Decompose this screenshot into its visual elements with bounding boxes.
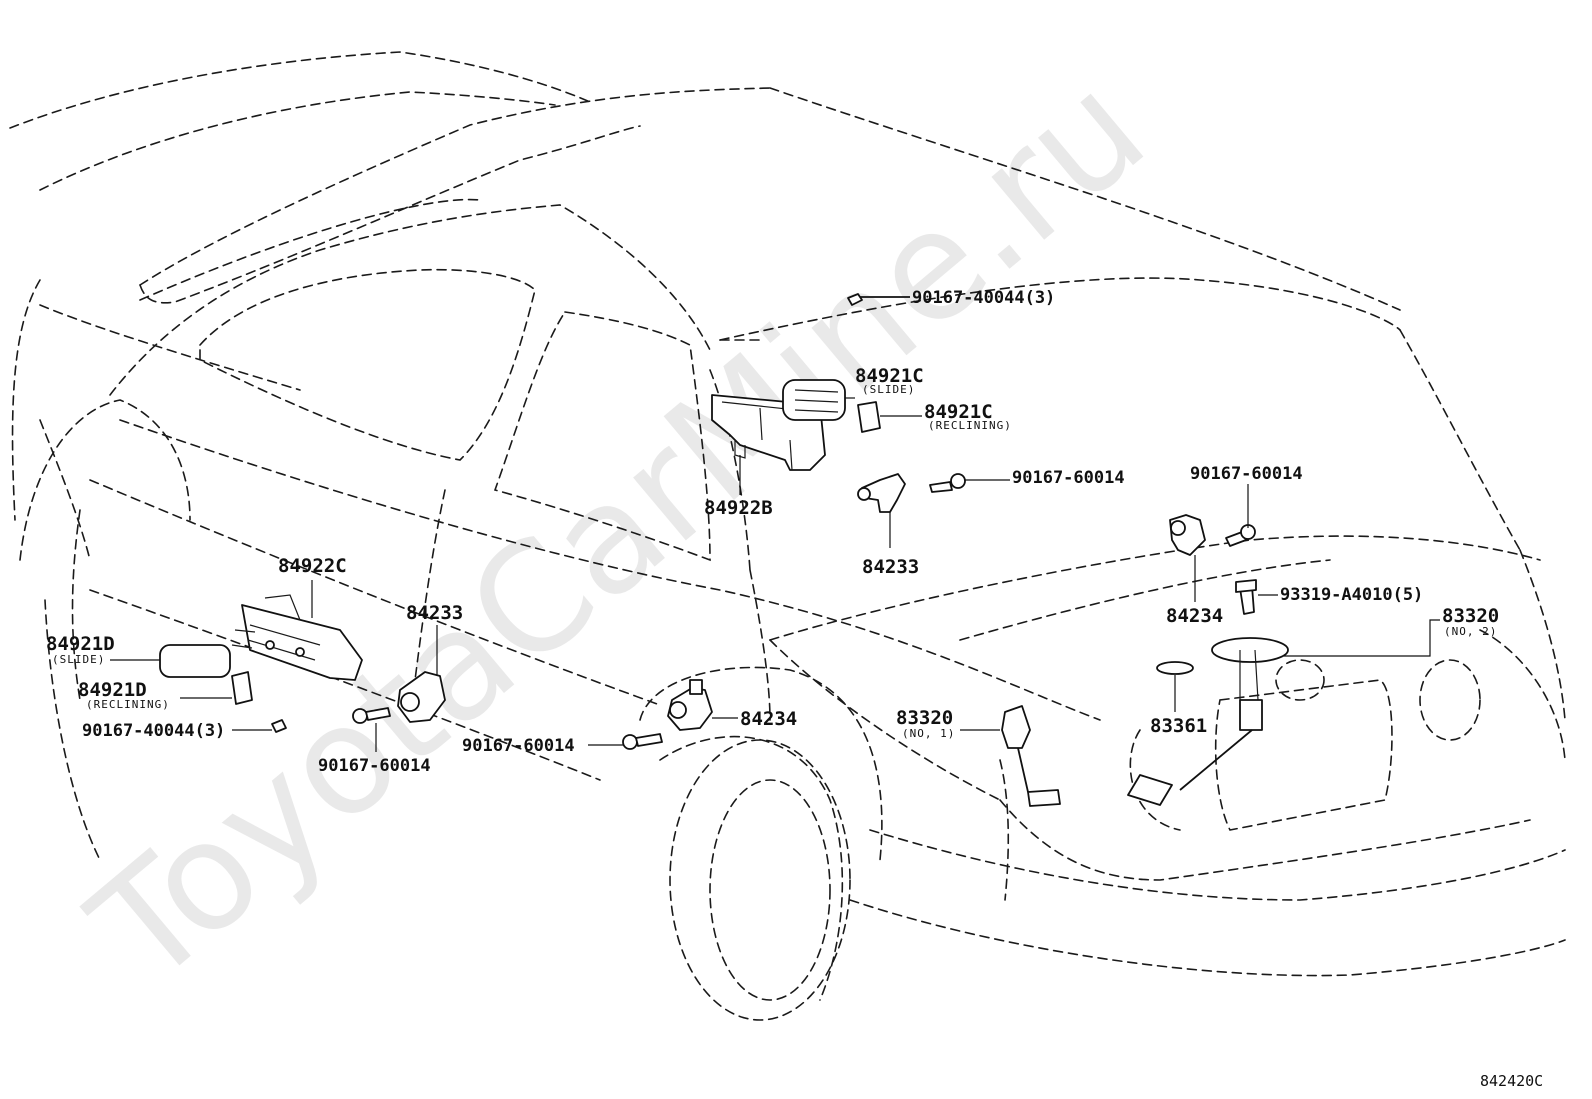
label-93319-a4010: 93319-A4010(5) — [1280, 585, 1423, 605]
label-84921d-slide: 84921D — [46, 633, 115, 655]
label-90167-60014-bottom: 90167-60014 — [462, 736, 575, 756]
label-84922c: 84922C — [278, 555, 347, 577]
bolt-90167-60014-right — [1225, 524, 1256, 547]
label-83320-no1: 83320 — [896, 707, 953, 729]
label-84921d-reclining: 84921D — [78, 679, 147, 701]
label-83320-no2: 83320 — [1442, 605, 1499, 627]
note-84921d-slide: (SLIDE) — [52, 653, 105, 666]
label-84233-right: 84233 — [862, 556, 919, 578]
label-84234-right: 84234 — [1166, 605, 1223, 627]
leader-lines — [110, 397, 1440, 752]
bracket-84922c — [231, 594, 363, 681]
gasket-83361 — [1156, 661, 1194, 675]
switch-84921d-reclining — [231, 671, 253, 705]
sensor-84233-left — [397, 671, 446, 723]
note-83320-no1: (NO, 1) — [902, 727, 955, 740]
note-84921c-reclining: (RECLINING) — [928, 419, 1012, 432]
bolt-90167-60014-left — [352, 707, 391, 724]
note-84921c-slide: (SLIDE) — [862, 383, 915, 396]
bolt-90167-60014-bottom — [622, 733, 663, 750]
screw-90167-40044-left — [271, 719, 287, 733]
note-83320-no2: (NO, 2) — [1444, 625, 1497, 638]
sender-gauge-83320-no1 — [1001, 705, 1061, 807]
switch-84921d-slide — [159, 644, 231, 678]
label-90167-60014-left: 90167-60014 — [318, 756, 431, 776]
sensor-84234-right — [1169, 514, 1206, 556]
label-90167-60014-mid: 90167-60014 — [1012, 468, 1125, 488]
label-83361: 83361 — [1150, 715, 1207, 737]
label-84234-left: 84234 — [740, 708, 797, 730]
label-84921c-slide: 84921C — [855, 365, 924, 387]
sender-gauge-83320-no2 — [1127, 637, 1289, 806]
car-body-outline — [9, 51, 1566, 1021]
svg-text:ToyotaCarMine.ru: ToyotaCarMine.ru — [61, 42, 1177, 1018]
label-84233-left: 84233 — [406, 602, 463, 624]
bolt-90167-60014-mid — [929, 473, 966, 493]
diagram-code: 842420C — [1480, 1072, 1543, 1090]
screw-93319-a4010 — [1235, 579, 1257, 615]
label-90167-60014-right: 90167-60014 — [1190, 464, 1303, 484]
label-90167-40044-top: 90167-40044(3) — [912, 288, 1055, 308]
switch-84921c-slide — [782, 379, 846, 421]
switch-84921c-reclining — [857, 401, 881, 433]
screw-90167-40044-top — [847, 293, 910, 306]
part-labels: 90167-40044(3) 84921C (SLIDE) 84921C (RE… — [46, 288, 1543, 1090]
label-90167-40044-left: 90167-40044(3) — [82, 721, 225, 741]
sensor-84234-left — [667, 679, 713, 731]
label-84922b: 84922B — [704, 497, 773, 519]
label-84921c-reclining: 84921C — [924, 401, 993, 423]
sensor-84233-right — [857, 473, 906, 513]
note-84921d-reclining: (RECLINING) — [86, 698, 170, 711]
watermark: ToyotaCarMine.ru — [61, 42, 1177, 1018]
